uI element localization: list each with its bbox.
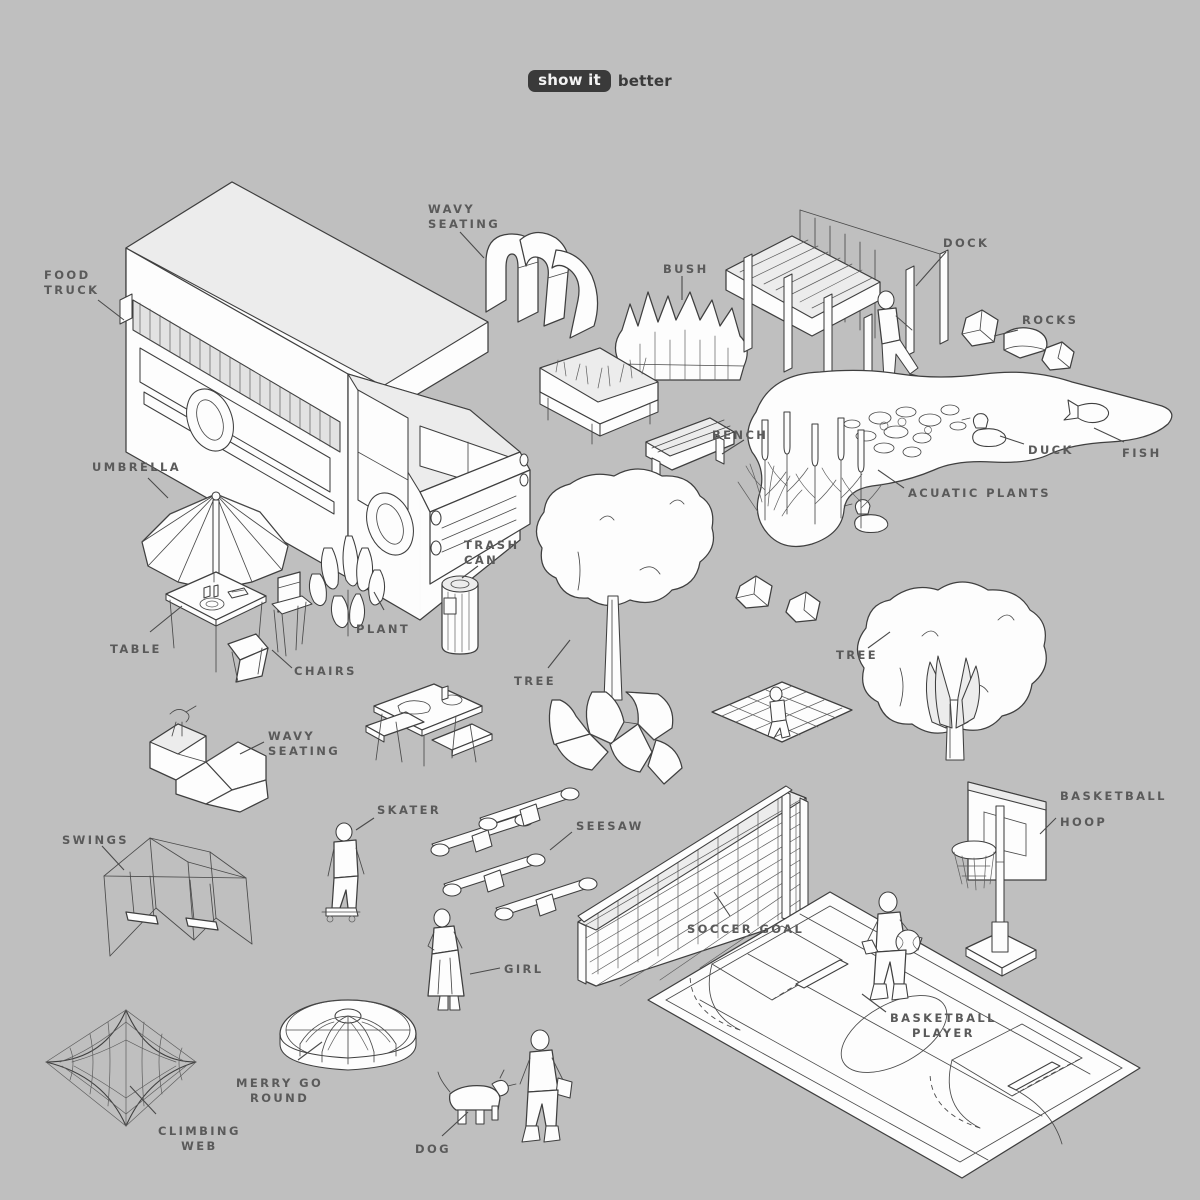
label-plant: PLANT (356, 622, 411, 636)
pond-object (737, 369, 1173, 547)
wavy-seating-left-object (149, 705, 269, 813)
table-object (165, 571, 267, 673)
label-bench: BENCH (712, 428, 769, 442)
trash-can-object (441, 575, 479, 655)
label-rocks: ROCKS (1022, 313, 1079, 327)
label-fish: FISH (1122, 446, 1162, 460)
label-basketball-hoop: BASKETBALL HOOP (1060, 789, 1167, 829)
label-food-truck: FOOD TRUCK (44, 268, 100, 297)
basketball-hoop-object (951, 781, 1047, 977)
dog-object (437, 1069, 517, 1125)
brand-logo: show it better (0, 70, 1200, 92)
label-bush: BUSH (663, 262, 709, 276)
label-tree-right: TREE (836, 648, 879, 662)
girl-object (427, 908, 465, 1011)
bench-object (645, 417, 735, 487)
label-basketball-player: BASKETBALL PLAYER (890, 1011, 997, 1040)
chairs-object (227, 571, 313, 683)
picnic-table-object (365, 683, 493, 767)
label-tree-center: TREE (514, 674, 557, 688)
basketball-court-object (647, 891, 1141, 1179)
tree-right-object (856, 581, 1047, 761)
seesaw-object (430, 787, 598, 921)
label-swings: SWINGS (62, 833, 129, 847)
label-table: TABLE (110, 642, 162, 656)
label-trash-can: TRASH CAN (464, 538, 520, 567)
wavy-seating-tree-object (548, 691, 683, 785)
swings-object (103, 837, 253, 957)
label-chairs: CHAIRS (294, 664, 357, 678)
dock-object (725, 209, 949, 397)
label-seesaw: SEESAW (576, 819, 644, 833)
label-girl: GIRL (504, 962, 544, 976)
label-wavy-seating-left: WAVY SEATING (268, 729, 341, 758)
label-dog: DOG (415, 1142, 451, 1156)
planter-bench-object (539, 347, 659, 445)
acuatic-plants-object (737, 411, 883, 529)
picnic-blanket-object (711, 681, 853, 743)
merry-go-round-object (279, 999, 417, 1071)
label-soccer-goal: SOCCER GOAL (687, 922, 805, 936)
label-merry-go-round: MERRY GO ROUND (236, 1076, 324, 1105)
label-wavy-seating-top: WAVY SEATING (428, 202, 501, 231)
food-truck-object (119, 181, 531, 621)
soccer-goal-object (577, 785, 809, 987)
label-duck: DUCK (1028, 443, 1074, 457)
skater-object (321, 822, 365, 923)
plant-object (308, 535, 386, 637)
label-acuatic-plants: ACUATIC PLANTS (908, 486, 1051, 500)
small-rocks-object (735, 575, 821, 623)
climbing-web-object (45, 1009, 197, 1127)
leader-lines (97, 231, 1125, 1137)
wavy-seating-top-object (485, 231, 599, 339)
walking-man-object (519, 1029, 573, 1143)
duck-object-2 (843, 499, 889, 534)
label-umbrella: UMBRELLA (92, 460, 182, 474)
label-climbing-web: CLIMBING WEB (158, 1124, 241, 1153)
rocks-object (961, 309, 1075, 371)
bush-object (614, 291, 748, 381)
brand-word: better (617, 71, 672, 90)
label-skater: SKATER (377, 803, 442, 817)
fish-object (1063, 399, 1110, 424)
basketball-player-object (861, 891, 923, 1001)
brand-badge: show it (528, 70, 611, 92)
duck-object (961, 413, 1007, 448)
tree-center-object (535, 468, 715, 701)
label-dock: DOCK (943, 236, 990, 250)
